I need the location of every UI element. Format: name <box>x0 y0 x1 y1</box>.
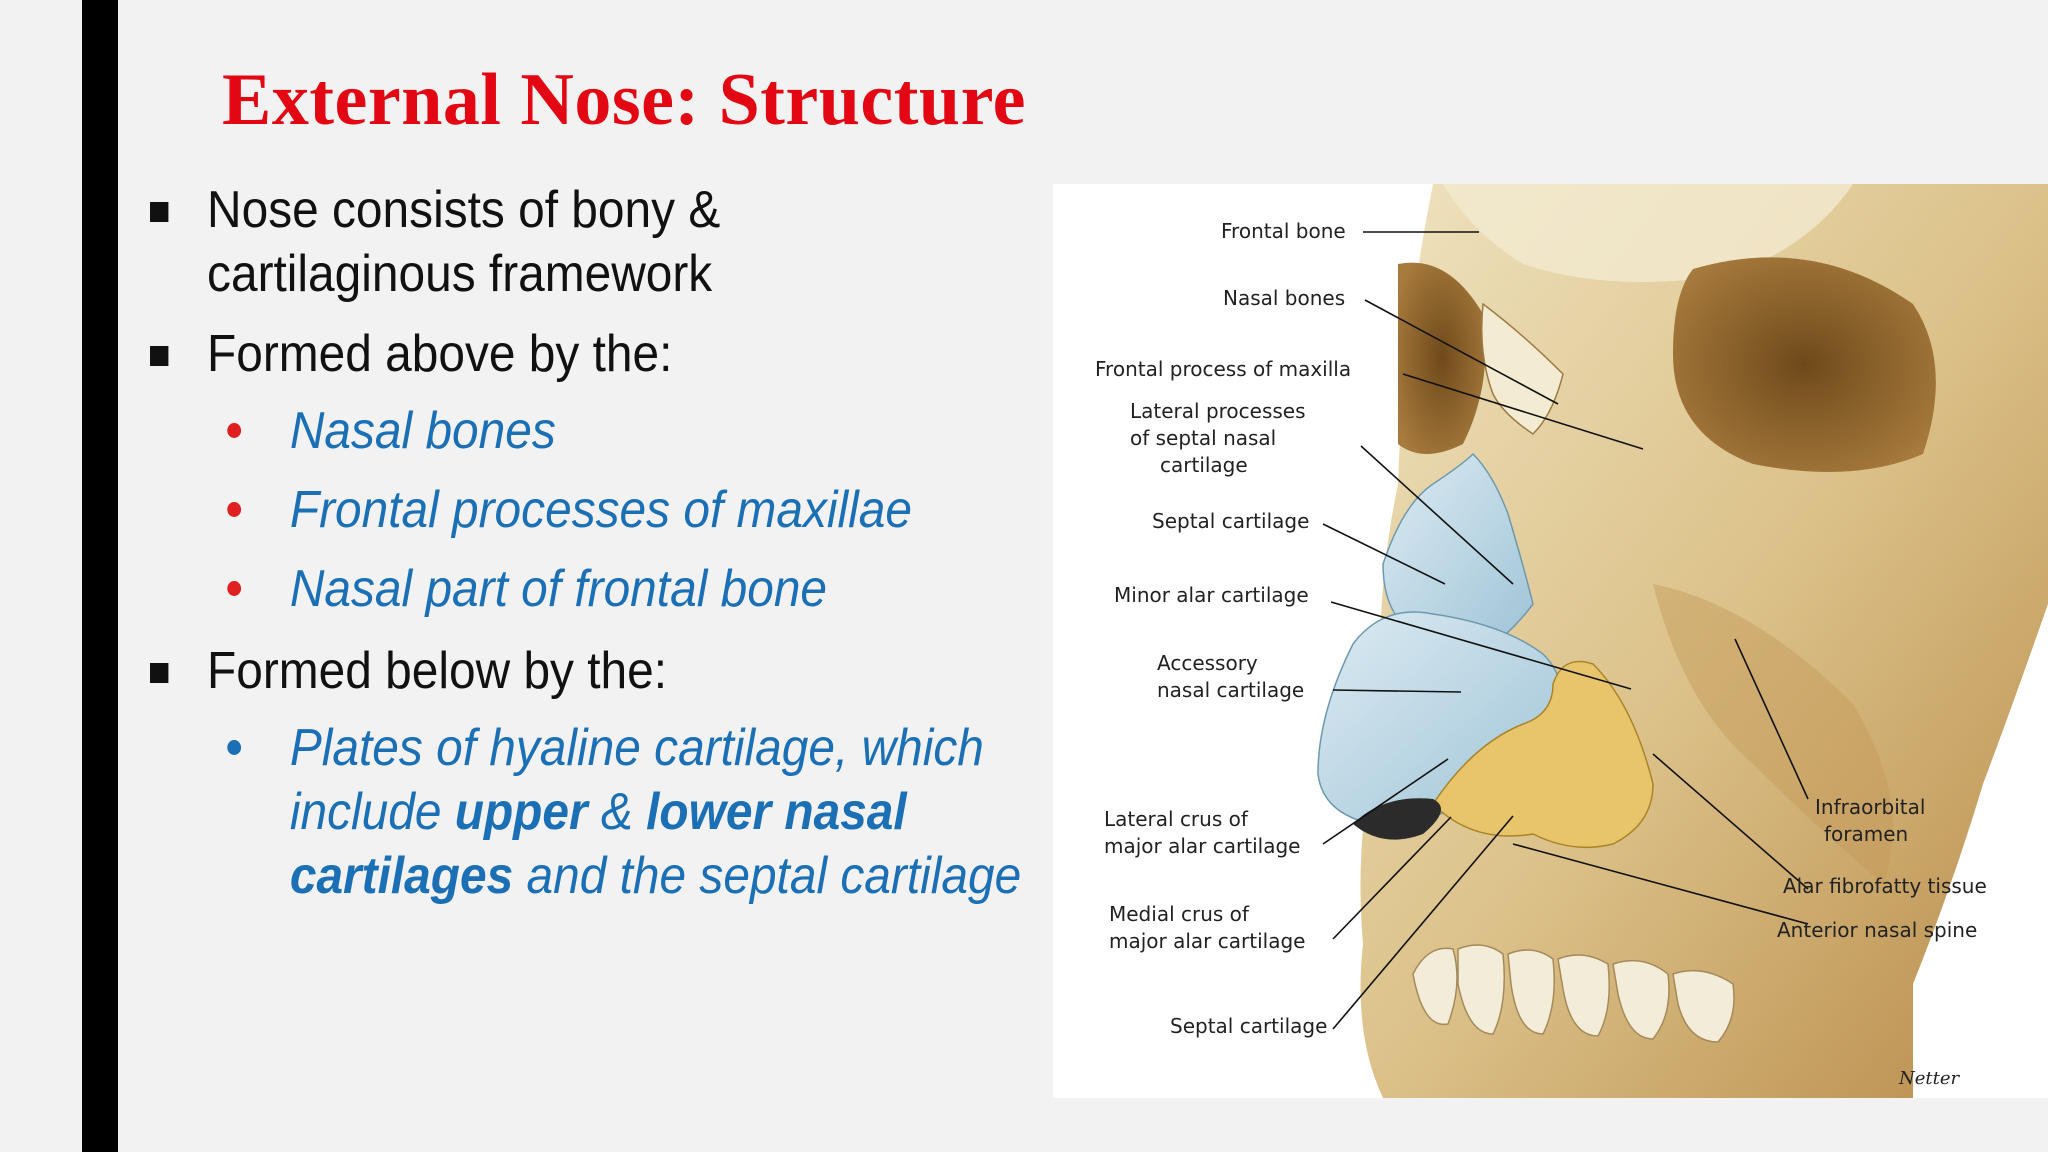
right-orbit <box>1673 257 1936 472</box>
label-lateral-processes-3: cartilage <box>1160 453 1248 477</box>
label-anterior-nasal-spine: Anterior nasal spine <box>1777 918 1978 942</box>
red-dot-bullet-icon <box>227 423 242 438</box>
sub-bullet-bold-lower: lower nasal cartilages <box>289 783 907 905</box>
sub-bullet-frontal-bone: Nasal part of frontal bone <box>150 557 978 621</box>
sub-bullet-text-2: & <box>587 783 647 841</box>
label-nasal-bones: Nasal bones <box>1223 286 1346 310</box>
label-medial-crus-2: major alar cartilage <box>1109 929 1306 953</box>
bullet-text: Formed above by the: <box>207 325 673 383</box>
nose-anatomy-illustration <box>1317 184 2048 1098</box>
maxilla-shading <box>1653 584 1893 884</box>
square-bullet-icon <box>150 346 169 366</box>
blue-dot-bullet-icon <box>227 740 242 755</box>
label-minor-alar: Minor alar cartilage <box>1114 583 1309 607</box>
label-septal-cartilage-top: Septal cartilage <box>1152 509 1310 533</box>
sub-bullet-text: Nasal bones <box>289 402 556 460</box>
sub-bullet-text: Frontal processes of maxillae <box>289 481 913 539</box>
label-lateral-processes-2: of septal nasal <box>1130 426 1277 450</box>
bullet-text: Formed below by the: <box>207 642 668 700</box>
red-dot-bullet-icon <box>227 502 242 517</box>
leader-lines <box>1322 231 1809 1030</box>
sub-bullet-frontal-processes: Frontal processes of maxillae <box>150 478 978 542</box>
teeth <box>1412 944 1735 1043</box>
label-accessory-1: Accessory <box>1157 651 1258 675</box>
sub-bullet-text-3: and the septal cartilage <box>513 847 1022 905</box>
label-medial-crus-1: Medial crus of <box>1109 902 1249 926</box>
label-lateral-crus-2: major alar cartilage <box>1104 834 1301 858</box>
red-dot-bullet-icon <box>227 581 242 596</box>
square-bullet-icon <box>150 202 169 222</box>
label-lateral-processes-1: Lateral processes <box>1130 399 1306 423</box>
label-frontal-process: Frontal process of maxilla <box>1095 357 1352 381</box>
nasal-bones <box>1481 302 1564 435</box>
sub-bullet-nasal-bones: Nasal bones <box>150 399 978 463</box>
label-frontal-bone: Frontal bone <box>1221 219 1346 243</box>
label-accessory-2: nasal cartilage <box>1157 678 1305 702</box>
sub-bullet-text-1: Plates of hyaline cartilage, which inclu… <box>289 719 984 841</box>
bullet-formed-below: Formed below by the: <box>150 639 978 703</box>
label-septal-cartilage-bottom: Septal cartilage <box>1170 1014 1328 1038</box>
bullet-text: Nose consists of bony & cartilaginous fr… <box>207 181 721 303</box>
sub-bullet-text: Nasal part of frontal bone <box>289 560 828 618</box>
slide-title: External Nose: Structure <box>222 59 1026 141</box>
label-lateral-crus-1: Lateral crus of <box>1104 807 1248 831</box>
label-infraorbital-2: foramen <box>1824 822 1909 846</box>
left-orbit <box>1398 262 1486 454</box>
netter-signature: Netter <box>1899 1068 1960 1089</box>
bullet-framework: Nose consists of bony & cartilaginous fr… <box>150 178 978 306</box>
frontal-bone-region <box>1443 184 1853 282</box>
sub-bullet-hyaline: Plates of hyaline cartilage, which inclu… <box>150 716 1063 908</box>
sub-bullet-bold-upper: upper <box>454 783 588 841</box>
left-accent-bar <box>82 0 118 1152</box>
alar-fibrofatty-tissue <box>1432 660 1654 849</box>
bullet-content: Nose consists of bony & cartilaginous fr… <box>150 178 1050 908</box>
nose-anatomy-figure: Frontal bone Nasal bones Frontal process… <box>1053 184 2048 1098</box>
label-infraorbital-1: Infraorbital <box>1815 795 1926 819</box>
label-alar-fibrofatty: Alar fibrofatty tissue <box>1783 874 1987 898</box>
square-bullet-icon <box>150 663 169 683</box>
bullet-formed-above: Formed above by the: <box>150 322 978 386</box>
